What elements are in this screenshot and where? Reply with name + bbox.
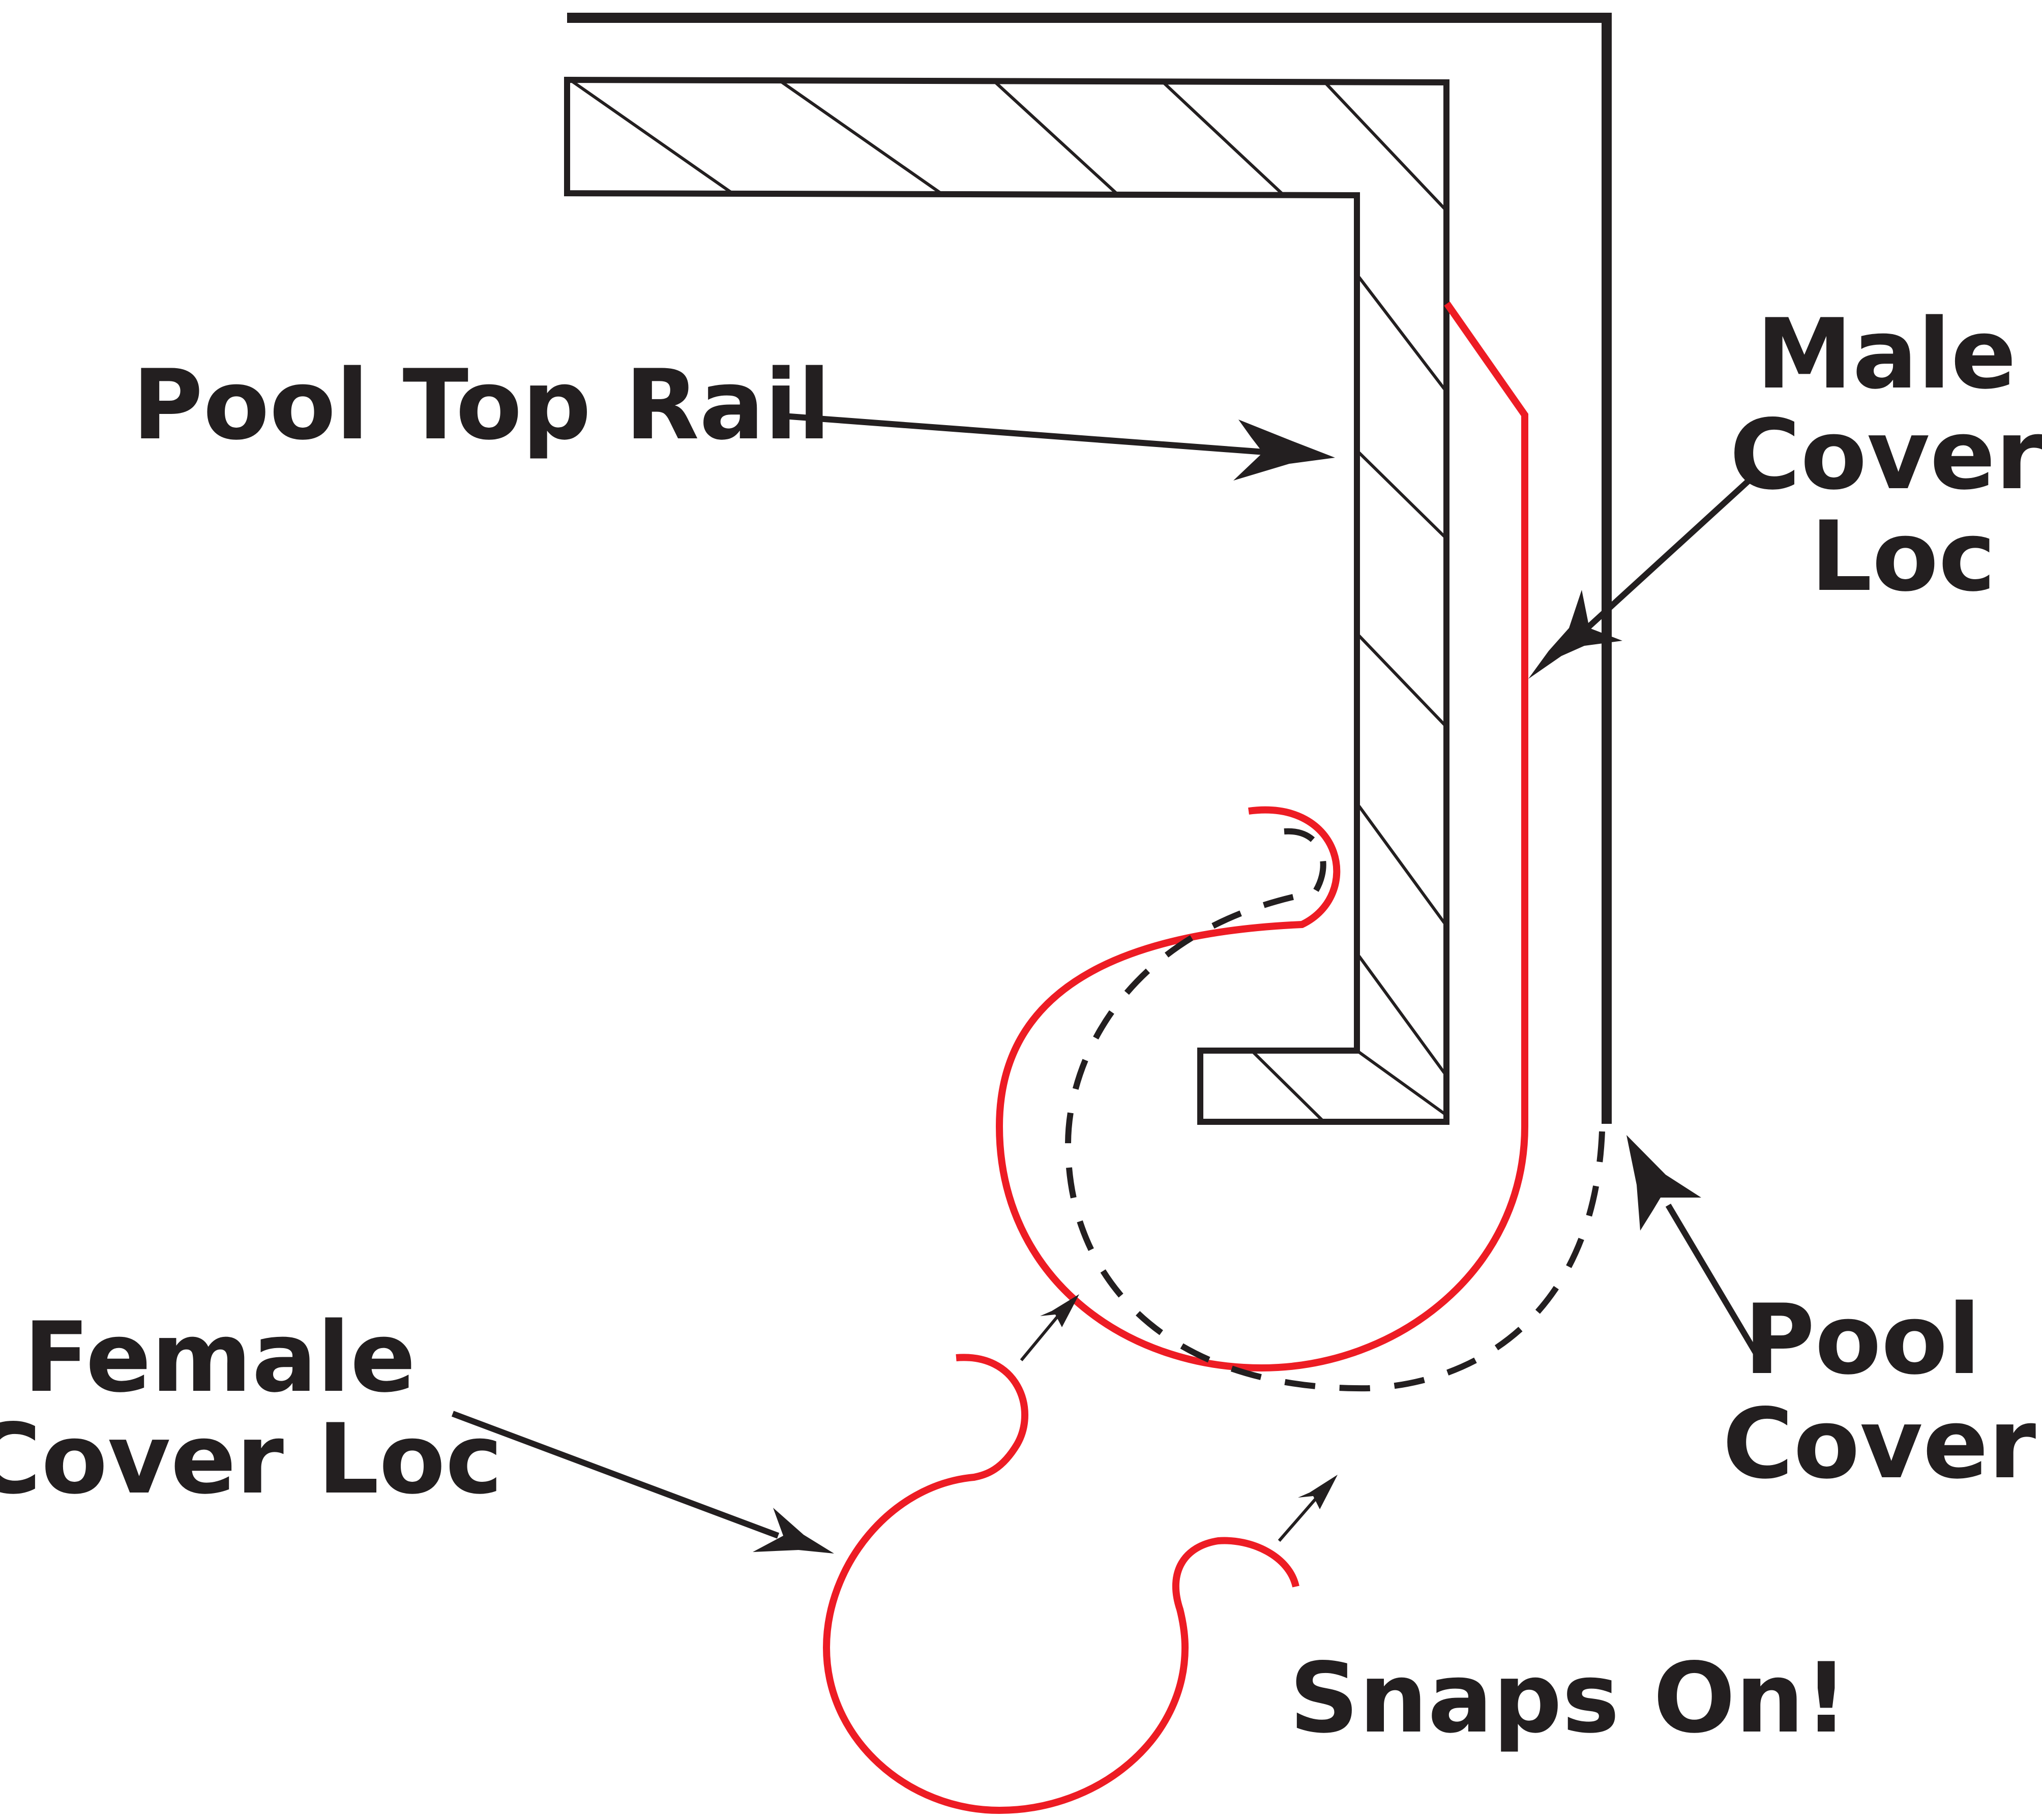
snap-arrow-lower	[1278, 1475, 1338, 1542]
snap-guide-dashed	[1064, 828, 1605, 1392]
snaps-on-label: Snaps On!	[1289, 1642, 1848, 1754]
rail-hatching	[571, 80, 1446, 1122]
female-cover-loc	[822, 1354, 1299, 1814]
snap-arrow-upper	[1020, 1294, 1079, 1361]
male-cover-loc-label: Male Cover Loc	[1730, 298, 2042, 613]
female-cover-loc-label: Female Cover Loc	[0, 1301, 502, 1515]
pool-cover-arrow	[1626, 1135, 1759, 1355]
female-cover-loc-arrow	[451, 1411, 834, 1554]
male-cover-loc-arrow	[1528, 470, 1760, 679]
pool-top-rail-label: Pool Top Rail	[132, 349, 831, 461]
pool-cover-label: Pool Cover	[1723, 1284, 2036, 1500]
male-cover-loc	[995, 301, 1528, 1372]
pool-top-rail	[564, 76, 1449, 1125]
pool-top-rail-arrow	[783, 413, 1335, 481]
pool-cover-line	[567, 13, 1612, 1124]
